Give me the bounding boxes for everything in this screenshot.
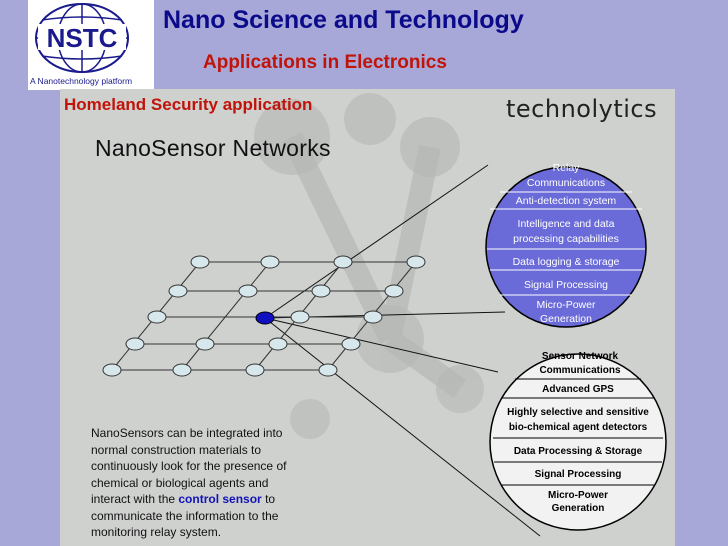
caption-line: communicate the information to the xyxy=(91,508,279,523)
relay-item: Signal Processing xyxy=(524,279,608,291)
caption-text: interact with the xyxy=(91,492,179,506)
caption-line: monitoring relay system. xyxy=(91,525,222,539)
caption-line: chemical or biological agents and xyxy=(91,475,269,490)
logo-text: NSTC xyxy=(47,23,118,53)
sensor-sphere: Sensor Network Communications Advanced G… xyxy=(489,351,667,531)
page-title: Nano Science and Technology xyxy=(163,6,524,34)
relay-item: Data logging & storage xyxy=(513,256,620,268)
caption-line: continuously look for the presence of xyxy=(91,459,287,473)
connector-line xyxy=(264,317,499,373)
sensor-item: Advanced GPS xyxy=(542,384,614,395)
sensor-item: Communications xyxy=(539,365,621,376)
background-molecules xyxy=(254,93,484,439)
relay-item: Micro-Power xyxy=(537,299,596,311)
section-title: Homeland Security application xyxy=(64,95,313,114)
page-subtitle: Applications in Electronics xyxy=(203,52,447,73)
relay-item: Anti-detection system xyxy=(516,195,617,207)
control-sensor-node xyxy=(255,311,275,325)
relay-item: Generation xyxy=(540,313,592,325)
relay-item: Relay xyxy=(553,162,581,174)
sensor-item: Micro-Power xyxy=(548,490,608,501)
figure-caption: NanoSensors can be integrated into norma… xyxy=(91,425,286,541)
brand-logo: technolytics xyxy=(506,95,658,123)
control-sensor-highlight: control sensor xyxy=(178,492,262,506)
connector-line xyxy=(264,317,541,537)
sensor-nodes xyxy=(102,255,426,377)
relay-sphere: Relay Communications Anti-detection syst… xyxy=(485,162,647,328)
relay-item: Communications xyxy=(527,177,605,189)
sensor-item: Sensor Network xyxy=(542,351,619,362)
relay-item: processing capabilities xyxy=(513,233,619,245)
caption-line: normal construction materials to xyxy=(91,442,262,457)
nstc-logo: NSTC A Nanotechnology platform xyxy=(28,0,154,90)
sensor-item: Data Processing & Storage xyxy=(514,446,643,457)
connector-line xyxy=(264,164,489,319)
logo-tagline: A Nanotechnology platform xyxy=(30,76,133,86)
sensor-item: Signal Processing xyxy=(535,469,622,480)
caption-line: interact with the control sensor to xyxy=(91,491,286,508)
sensor-item: Generation xyxy=(552,503,605,514)
caption-text: to xyxy=(261,492,276,506)
sensor-item: Highly selective and sensitive xyxy=(507,407,649,418)
figure-title: NanoSensor Networks xyxy=(95,135,331,161)
relay-item: Intelligence and data xyxy=(518,218,615,230)
caption-line: NanoSensors can be integrated into xyxy=(91,426,283,440)
globe-logo-icon: NSTC xyxy=(34,3,130,76)
sensor-item: bio-chemical agent detectors xyxy=(509,422,648,433)
